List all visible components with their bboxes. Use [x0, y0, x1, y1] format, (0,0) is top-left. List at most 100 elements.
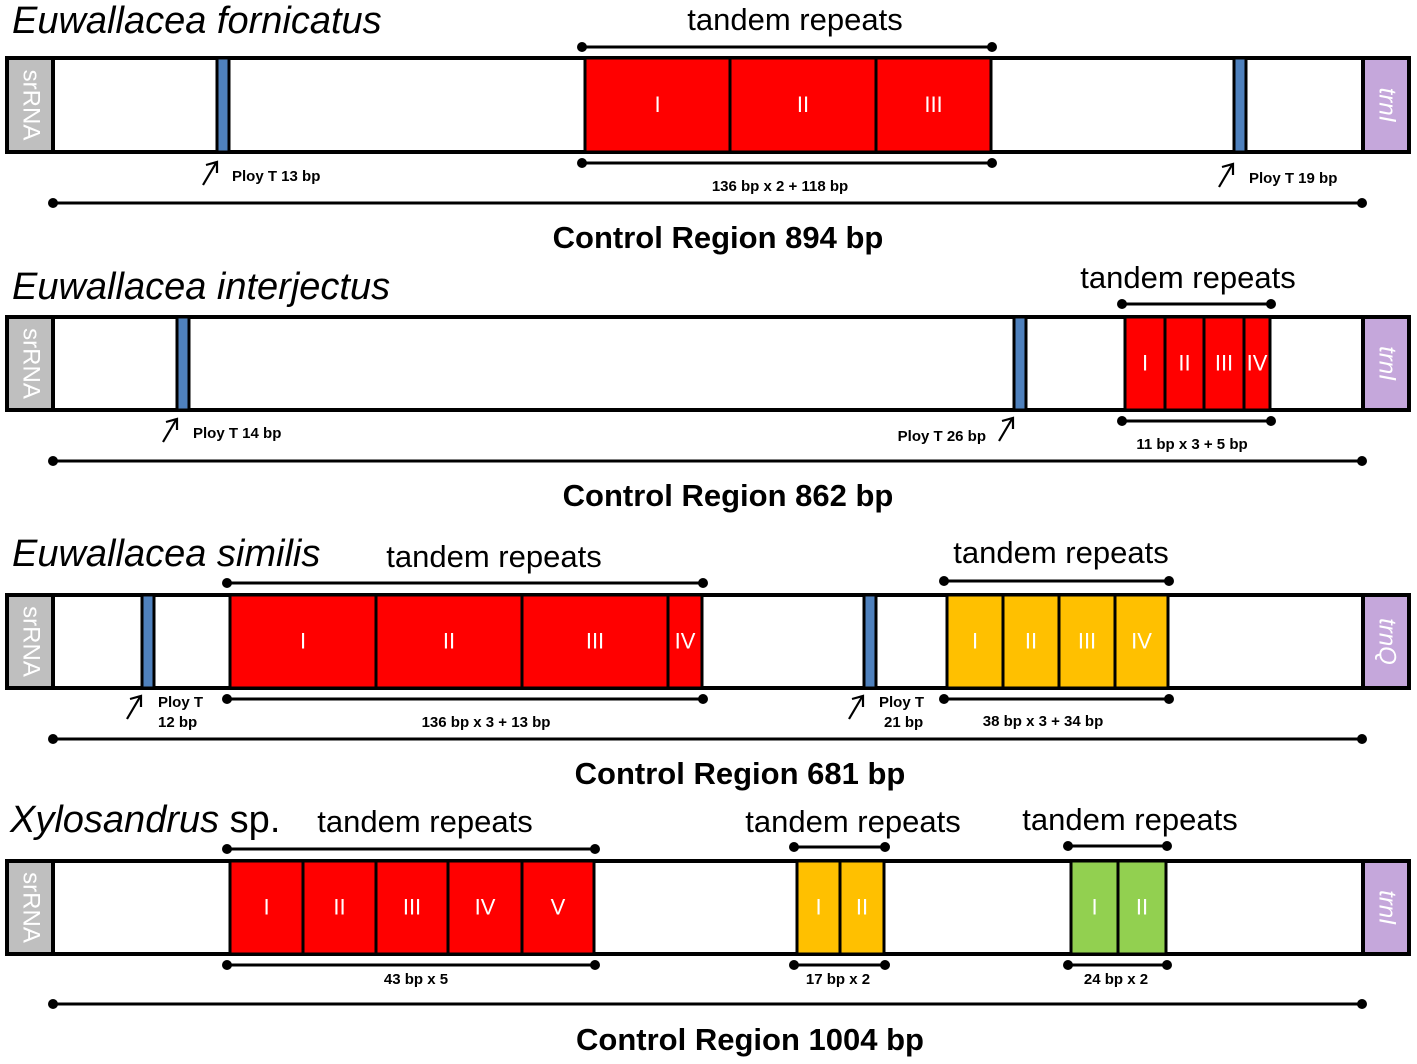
- polyt-band: [1012, 315, 1028, 412]
- repeat-unit-label: IV: [475, 894, 496, 919]
- repeat-unit: [1116, 859, 1168, 956]
- repeat-span-bottom-start-dot: [1117, 416, 1127, 426]
- control-region-span-start-dot: [48, 734, 58, 744]
- repeat-unit-label: I: [300, 628, 306, 653]
- polyt-marker: Ploy T 13 bp: [202, 56, 320, 186]
- repeat-unit-label: II: [333, 894, 345, 919]
- repeat-unit: [301, 859, 378, 956]
- repeat-length-label: 136 bp x 3 + 13 bp: [422, 714, 551, 731]
- repeat-span-bottom-start-dot: [222, 960, 232, 970]
- repeat-unit-label: I: [654, 92, 660, 117]
- arrow-icon: [1218, 162, 1235, 188]
- repeat-span-top-start-dot: [222, 844, 232, 854]
- tandem-repeats-title: tandem repeats: [745, 804, 960, 839]
- repeat-span-top-end-dot: [1162, 841, 1172, 851]
- species-title: Euwallacea fornicatus: [12, 0, 382, 42]
- control-region-length-label: Control Region 862 bp: [563, 478, 894, 513]
- srrna-block: [5, 593, 55, 690]
- trn-label: trnI: [1374, 88, 1401, 123]
- repeat-unit: [1113, 593, 1170, 690]
- repeat-unit: [945, 593, 1005, 690]
- repeat-length-label: 38 bp x 3 + 34 bp: [983, 713, 1103, 730]
- repeat-unit: [583, 56, 732, 154]
- control-region-span-end-dot: [1357, 456, 1367, 466]
- srrna-block: [5, 315, 55, 412]
- polyt-label: Ploy T: [158, 694, 203, 711]
- panel-2: Euwallacea interjectus srRNA trnI Ploy T 14…: [5, 260, 1411, 513]
- trn-label: trnI: [1374, 890, 1401, 925]
- repeat-unit: [795, 859, 842, 956]
- polyt-band: [862, 593, 878, 690]
- repeat-span-bottom-end-dot: [987, 158, 997, 168]
- control-region-length-label: Control Region 894 bp: [553, 220, 884, 255]
- repeat-span-top-end-dot: [1266, 299, 1276, 309]
- repeat-unit-label: I: [1142, 350, 1148, 375]
- control-region-span-end-dot: [1357, 198, 1367, 208]
- srrna-label: srRNA: [18, 328, 45, 399]
- repeat-span-bottom-end-dot: [880, 960, 890, 970]
- repeat-unit-label: III: [403, 894, 421, 919]
- polyt-label: Ploy T: [879, 694, 924, 711]
- polyt-band: [1232, 56, 1248, 154]
- repeat-unit-label: I: [1091, 894, 1097, 919]
- polyt-marker: Ploy T21 bp: [848, 593, 924, 731]
- repeat-unit-label: II: [1178, 350, 1190, 375]
- repeat-span-bottom-end-dot: [1164, 694, 1174, 704]
- srrna-block: [5, 56, 55, 154]
- repeat-unit: [374, 859, 450, 956]
- arrow-icon: [202, 160, 219, 186]
- polyt-label: Ploy T 13 bp: [232, 168, 320, 185]
- repeat-unit-label: III: [586, 628, 604, 653]
- repeat-span-top-end-dot: [590, 844, 600, 854]
- trn-block: [1361, 56, 1411, 154]
- tandem-repeats-title: tandem repeats: [687, 2, 902, 37]
- species-suffix: sp.: [219, 799, 280, 841]
- repeat-unit: [1001, 593, 1061, 690]
- species-name: Euwallacea fornicatus: [12, 0, 382, 42]
- repeat-span-bottom-end-dot: [1162, 960, 1172, 970]
- polyt-band: [175, 315, 191, 412]
- repeat-unit: [874, 56, 993, 154]
- trn-block: [1361, 315, 1411, 412]
- species-title: Euwallacea interjectus: [12, 266, 390, 308]
- tandem-repeats-title: tandem repeats: [386, 539, 601, 574]
- species-name: Euwallacea similis: [12, 533, 320, 575]
- control-region-length-label: Control Region 681 bp: [575, 756, 906, 791]
- polyt-label: Ploy T 14 bp: [193, 425, 281, 442]
- repeat-unit-label: III: [1078, 628, 1096, 653]
- repeat-span-bottom-end-dot: [1266, 416, 1276, 426]
- srrna-label: srRNA: [18, 606, 45, 677]
- repeat-unit: [728, 56, 878, 154]
- trn-label: trnI: [1374, 346, 1401, 381]
- repeat-unit-label: I: [263, 894, 269, 919]
- polyt-marker: Ploy T 14 bp: [162, 315, 281, 443]
- repeat-length-label: 17 bp x 2: [806, 971, 870, 988]
- repeat-unit: [666, 593, 704, 690]
- repeat-span-top-end-dot: [880, 842, 890, 852]
- repeat-span-bottom-start-dot: [939, 694, 949, 704]
- repeat-unit: [228, 859, 305, 956]
- species-title: Euwallacea similis: [12, 533, 320, 575]
- repeat-length-label: 43 bp x 5: [384, 971, 448, 988]
- arrow-icon: [162, 417, 179, 443]
- polyt-marker: Ploy T12 bp: [126, 593, 203, 731]
- repeat-unit-label: II: [856, 894, 868, 919]
- control-region-bar: [5, 593, 1411, 690]
- control-region-bar: [5, 859, 1411, 956]
- control-region-span-end-dot: [1357, 734, 1367, 744]
- polyt-label: Ploy T 26 bp: [898, 428, 986, 445]
- trn-block: [1361, 859, 1411, 956]
- repeat-unit-label: II: [1025, 628, 1037, 653]
- repeat-unit: [1123, 315, 1167, 412]
- repeat-unit-label: II: [797, 92, 809, 117]
- repeat-span-top-start-dot: [1063, 841, 1073, 851]
- srrna-block: [5, 859, 55, 956]
- repeat-span-bottom-end-dot: [698, 694, 708, 704]
- repeat-span-bottom-start-dot: [577, 158, 587, 168]
- tandem-repeats-title: tandem repeats: [317, 804, 532, 839]
- trn-block: [1361, 593, 1411, 690]
- trn-label: trnQ: [1374, 618, 1401, 665]
- control-region-length-label: Control Region 1004 bp: [576, 1022, 924, 1057]
